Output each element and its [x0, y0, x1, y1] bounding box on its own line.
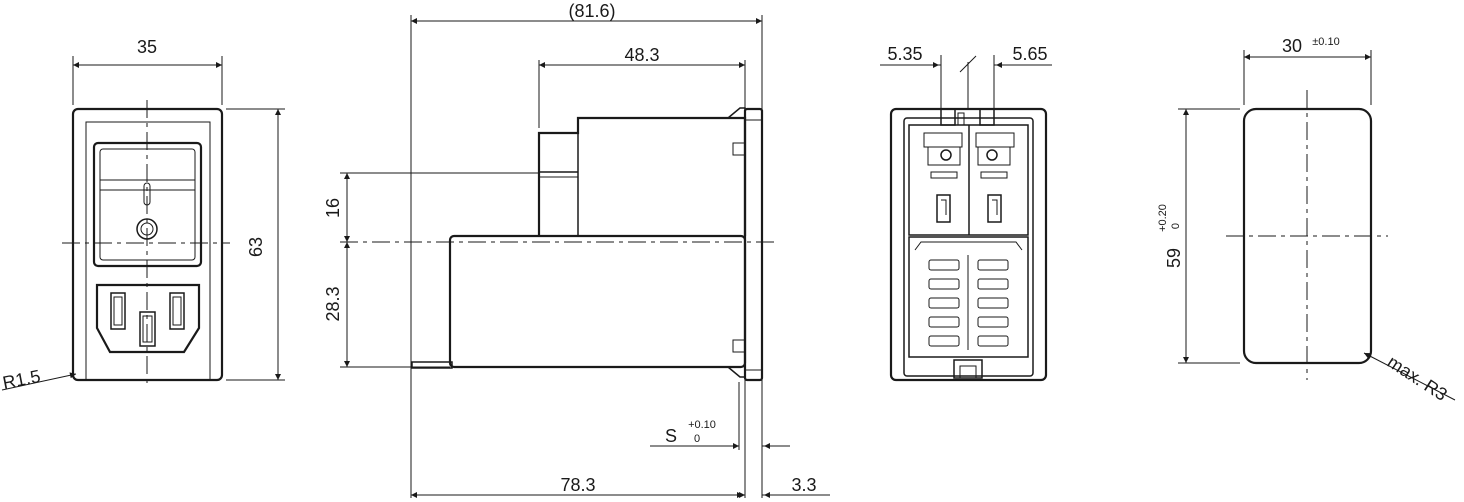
rear-view: 5.35 5.65: [880, 44, 1052, 382]
cutout-height-tol-plus: +0.20: [1157, 204, 1169, 232]
panel-thickness-label: S: [665, 426, 677, 446]
pin-right-label: 5.65: [1012, 44, 1047, 64]
cutout-width-tol: ±0.10: [1312, 36, 1339, 48]
cutout-height-tol-minus: 0: [1170, 223, 1182, 229]
cutout-height-label: 59: [1164, 248, 1184, 268]
front-width-label: 35: [137, 37, 157, 57]
front-radius-label: R1.5: [1, 366, 42, 393]
upper-height-label: 16: [323, 198, 343, 218]
rear-grille-slots: [928, 259, 1009, 347]
panel-tol-plus: +0.10: [688, 419, 716, 431]
lower-height-label: 28.3: [323, 286, 343, 321]
depth-label: 78.3: [560, 475, 595, 495]
panel-tol-minus: 0: [694, 433, 700, 445]
body-length-label: 48.3: [624, 45, 659, 65]
cutout-radius-label: max. R3: [1384, 352, 1451, 405]
overall-length-label: (81.6): [568, 1, 615, 21]
front-height-label: 63: [246, 237, 266, 257]
pin-left-label: 5.35: [887, 44, 922, 64]
side-view: (81.6) 48.3 16 28.3 S +0.10 0 78.3 3.3: [323, 1, 830, 498]
front-view: 35 63 R1.5: [1, 37, 285, 393]
cutout-width-label: 30: [1282, 36, 1302, 56]
cutout-view: 30 ±0.10 59 +0.20 0 max. R3: [1157, 36, 1456, 405]
flange-label: 3.3: [791, 475, 816, 495]
